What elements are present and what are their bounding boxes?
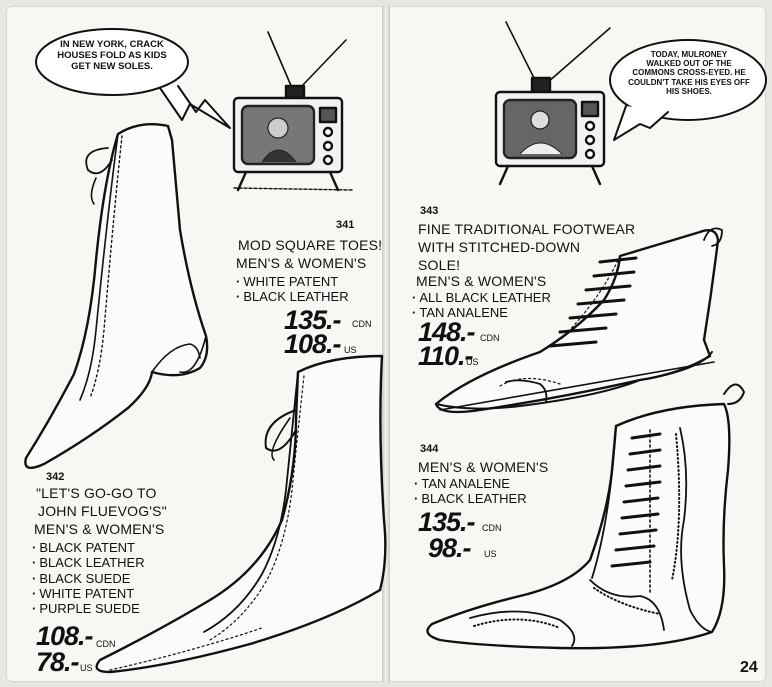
item-343-cdn-label: CDN: [480, 333, 500, 343]
item-344-price-us: 98.-: [428, 533, 472, 563]
item-342-line: John Fluevog's": [38, 503, 167, 519]
item-343-options: All black leather Tan analene: [412, 290, 551, 321]
left-bubble-text: In New York, crack houses fold as kids g…: [46, 39, 178, 73]
item-343-number: 343: [420, 205, 439, 217]
right-bubble-line: his shoes.: [666, 86, 712, 96]
option-item: White patent: [32, 586, 145, 601]
item-341-number: 341: [336, 219, 355, 231]
option-item: All black leather: [412, 290, 551, 305]
right-bubble-line: Today, Mulroney: [650, 50, 728, 59]
boot-343-illustration: [434, 227, 723, 414]
left-tv-icon: [232, 31, 353, 192]
item-343-line: Fine traditional footwear: [418, 221, 636, 237]
item-342-number: 342: [46, 471, 65, 483]
option-item: Black leather: [414, 491, 526, 506]
right-bubble-line: couldn't take his eyes off: [628, 77, 750, 87]
item-341-options: White patent Black leather: [236, 274, 349, 305]
item-343-line: Men's & Women's: [416, 273, 547, 289]
item-342-options: Black patent Black leather Black suede W…: [32, 540, 145, 617]
item-341-line: Men's & Women's: [236, 255, 367, 271]
left-bubble-line: get new soles.: [71, 60, 153, 72]
item-344-cdn-label: CDN: [482, 523, 502, 533]
boot-342-illustration: [24, 123, 209, 470]
item-343-price-cdn: 148.-: [418, 317, 476, 347]
option-item: Black suede: [32, 571, 145, 586]
page-gutter: [382, 6, 390, 682]
item-343-us-label: US: [466, 357, 479, 367]
option-item: Tan analene: [412, 305, 551, 320]
item-342-line: Men's & Women's: [34, 521, 165, 537]
right-bubble-line: walked out of the: [646, 59, 732, 69]
option-item: Black leather: [236, 289, 348, 304]
right-bubble-text: Today, Mulroney walked out of the Common…: [618, 50, 760, 96]
item-343-price-us: 110.-: [418, 341, 474, 371]
left-bubble-line: In New York, crack: [60, 39, 164, 50]
item-342-price-cdn: 108.-: [36, 621, 94, 651]
item-344-line: Men's & Women's: [418, 459, 549, 475]
item-341-us-label: US: [344, 345, 357, 355]
item-344-price-cdn: 135.-: [418, 507, 476, 537]
item-342-price-us: 78.-: [36, 647, 80, 677]
item-344-options: Tan analene Black leather: [414, 476, 527, 507]
option-item: Black patent: [32, 540, 145, 555]
right-tv-icon: [494, 21, 611, 186]
item-342-line: "Let's go-go to: [36, 485, 157, 501]
item-341-line: Mod square toes!: [238, 237, 383, 253]
right-speech-bubble: [609, 39, 767, 141]
option-item: White patent: [236, 274, 349, 289]
item-342-us-label: US: [80, 663, 93, 673]
item-341-price-us: 108.-: [284, 329, 342, 359]
boot-342b-illustration: [95, 354, 387, 674]
item-341-cdn-label: CDN: [352, 319, 372, 329]
right-bubble-line: Commons cross-eyed. He: [632, 68, 746, 78]
page-number: 24: [740, 659, 758, 676]
item-343-line: sole!: [418, 257, 461, 273]
item-344-number: 344: [420, 443, 439, 455]
option-item: Black leather: [32, 555, 144, 570]
left-bubble-line: houses fold as kids: [57, 49, 167, 61]
item-341-price-cdn: 135.-: [284, 305, 342, 335]
item-342-cdn-label: CDN: [96, 639, 116, 649]
boot-344-illustration: [426, 383, 745, 650]
option-item: Purple suede: [32, 601, 145, 616]
option-item: Tan analene: [414, 476, 527, 491]
item-344-us-label: US: [484, 549, 497, 559]
left-speech-bubble: [35, 28, 231, 129]
item-343-line: with stitched-down: [418, 239, 581, 255]
